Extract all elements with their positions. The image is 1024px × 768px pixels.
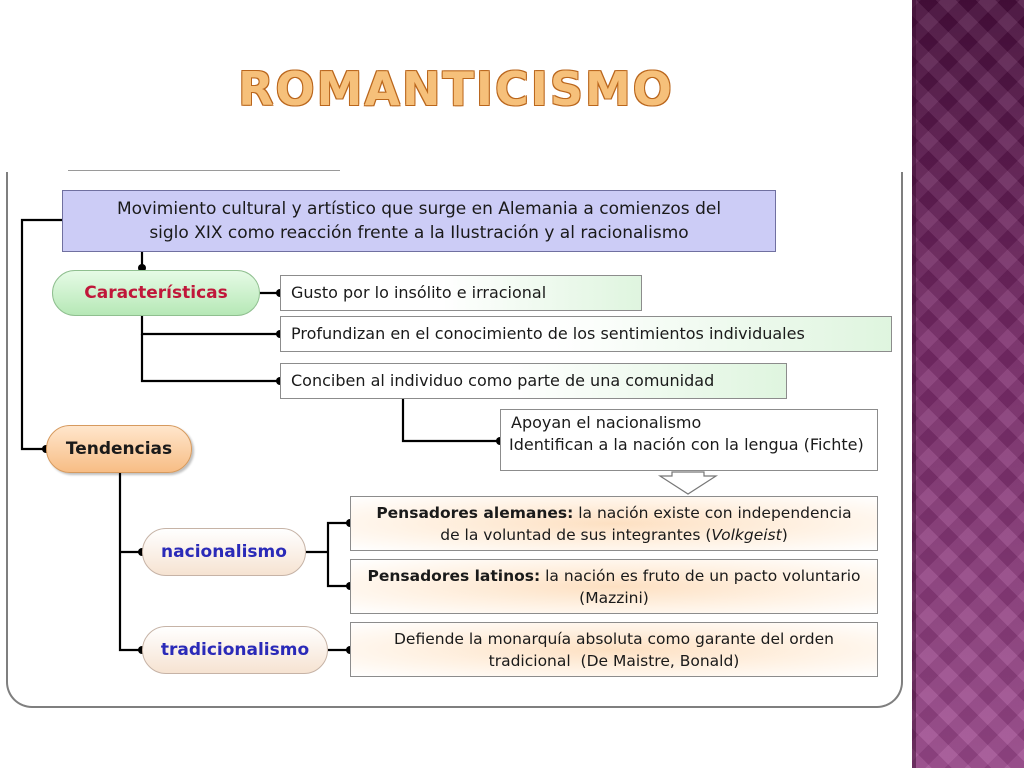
alemanes-line-2-pre: de la voluntad de sus integrantes ( bbox=[440, 525, 712, 544]
side-band-edge bbox=[912, 0, 916, 768]
alemanes-text: la nación existe con independencia bbox=[573, 503, 852, 522]
caracteristica-item: Conciben al individuo como parte de una … bbox=[280, 363, 787, 399]
nacionalismo-note-box: Apoyan el nacionalismo Identifican a la … bbox=[500, 409, 878, 471]
nacionalismo-label: nacionalismo bbox=[161, 542, 287, 562]
latinos-line-1: Pensadores latinos: la nación es fruto d… bbox=[367, 565, 860, 587]
caracteristicas-label: Características bbox=[84, 283, 228, 303]
nacionalismo-note-line-2: Identifican a la nación con la lengua (F… bbox=[509, 435, 864, 454]
alemanes-line-1: Pensadores alemanes: la nación existe co… bbox=[376, 502, 851, 524]
tradicionalismo-label: tradicionalismo bbox=[160, 640, 310, 660]
alemanes-heading: Pensadores alemanes: bbox=[376, 503, 574, 522]
slide-title: ROMANTICISMO bbox=[238, 62, 674, 116]
caracteristicas-node: Características bbox=[52, 270, 260, 316]
definition-line-1: Movimiento cultural y artístico que surg… bbox=[116, 199, 722, 219]
volkgeist-term: Volkgeist bbox=[711, 525, 782, 544]
decorative-side-band bbox=[912, 0, 1024, 768]
tendencias-node: Tendencias bbox=[46, 425, 192, 473]
caracteristica-item: Profundizan en el conocimiento de los se… bbox=[280, 316, 892, 352]
latinos-text: la nación es fruto de un pacto voluntari… bbox=[540, 566, 861, 585]
alemanes-line-2: de la voluntad de sus integrantes (Volkg… bbox=[440, 524, 788, 546]
nacionalismo-note-line-1: Apoyan el nacionalismo bbox=[511, 413, 702, 432]
caracteristica-text: Profundizan en el conocimiento de los se… bbox=[291, 324, 805, 343]
alemanes-line-2-post: ) bbox=[781, 525, 788, 544]
tradicionalismo-line-2: tradicional (De Maistre, Bonald) bbox=[488, 651, 740, 670]
pensadores-latinos-box: Pensadores latinos: la nación es fruto d… bbox=[350, 559, 878, 614]
definition-box: Movimiento cultural y artístico que surg… bbox=[62, 190, 776, 252]
definition-line-2: siglo XIX como reacción frente a la Ilus… bbox=[149, 223, 689, 243]
tradicionalismo-line-1: Defiende la monarquía absoluta como gara… bbox=[393, 629, 835, 648]
tradicionalismo-node: tradicionalismo bbox=[142, 626, 328, 674]
caracteristica-item: Gusto por lo insólito e irracional bbox=[280, 275, 642, 311]
latinos-heading: Pensadores latinos: bbox=[367, 566, 541, 585]
latinos-line-2: (Mazzini) bbox=[579, 588, 649, 607]
diagram-frame bbox=[6, 172, 903, 708]
nacionalismo-node: nacionalismo bbox=[142, 528, 306, 576]
caracteristica-text: Conciben al individuo como parte de una … bbox=[291, 371, 715, 390]
caracteristica-text: Gusto por lo insólito e irracional bbox=[291, 283, 547, 302]
tendencias-label: Tendencias bbox=[65, 439, 173, 459]
pensadores-alemanes-box: Pensadores alemanes: la nación existe co… bbox=[350, 496, 878, 551]
tradicionalismo-box: Defiende la monarquía absoluta como gara… bbox=[350, 622, 878, 677]
frame-top-line bbox=[68, 170, 340, 171]
concept-map: Movimiento cultural y artístico que surg… bbox=[6, 170, 903, 708]
